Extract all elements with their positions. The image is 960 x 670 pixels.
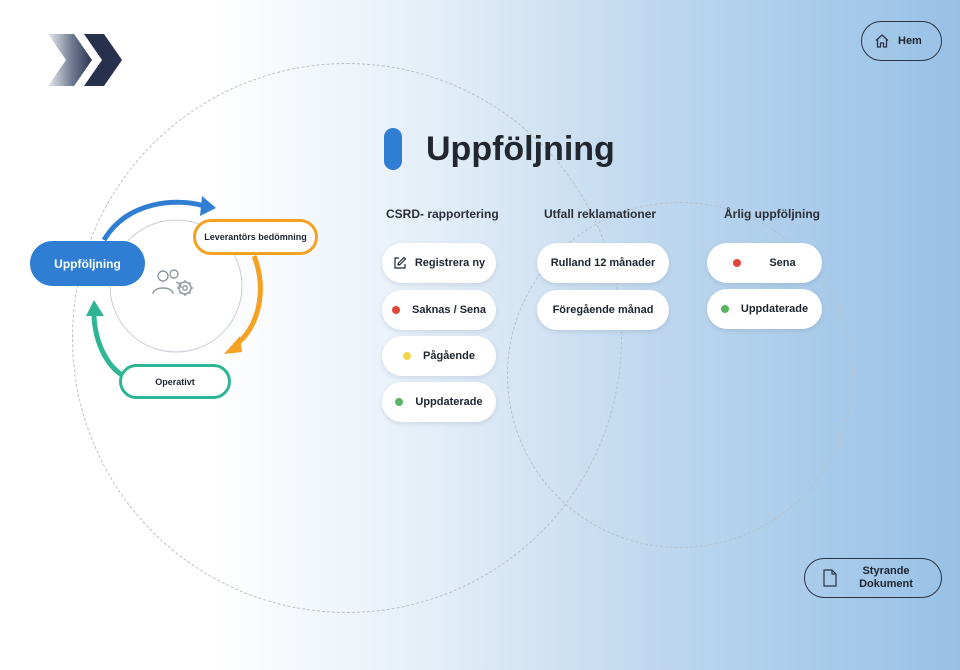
status-dot-yellow: [403, 352, 412, 360]
styrande-dokument-line2: Dokument: [859, 578, 913, 590]
cycle-arrowhead-green: [86, 300, 104, 316]
title-accent-bar: [384, 128, 402, 170]
cycle-node-uppfoljning[interactable]: Uppföljning: [30, 241, 145, 286]
column-heading-csrd: CSRD- rapportering: [386, 207, 499, 221]
saknas-sena-label: Saknas / Sena: [412, 304, 486, 316]
users-gear-icon: [152, 269, 193, 296]
cycle-node-leverantors-bedomning[interactable]: Leverantörs bedömning: [193, 219, 318, 255]
page-title: Uppföljning: [426, 129, 615, 168]
styrande-dokument-label: Styrande Dokument: [851, 565, 921, 591]
registrera-ny-label: Registrera ny: [414, 257, 486, 269]
foregaende-manad-label: Föregående månad: [552, 304, 654, 316]
uppdaterade-arlig-label: Uppdaterade: [740, 303, 809, 315]
saknas-sena-button[interactable]: Saknas / Sena: [382, 290, 496, 330]
rulland-12-manader-label: Rulland 12 månader: [550, 257, 656, 269]
home-icon: [875, 34, 889, 48]
styrande-dokument-line1: Styrande: [862, 565, 910, 577]
double-chevron-logo-icon: [48, 34, 122, 86]
foregaende-manad-button[interactable]: Föregående månad: [537, 290, 669, 330]
sena-button[interactable]: Sena: [707, 243, 822, 283]
sena-label: Sena: [769, 257, 796, 269]
status-dot-green: [720, 305, 729, 313]
cycle-arrowhead-orange: [224, 336, 242, 354]
uppdaterade-arlig-button[interactable]: Uppdaterade: [707, 289, 822, 329]
cycle-arrow-blue: [101, 199, 205, 242]
cycle-arrowhead-blue: [200, 196, 216, 216]
home-button[interactable]: Hem: [861, 21, 942, 61]
pagaende-label: Pågående: [423, 350, 475, 362]
registrera-ny-button[interactable]: Registrera ny: [382, 243, 496, 283]
cycle-arrow-orange: [232, 255, 263, 349]
status-dot-red: [733, 259, 742, 267]
company-logo: [40, 32, 122, 88]
uppdaterade-csrd-label: Uppdaterade: [415, 396, 483, 408]
status-dot-green: [395, 398, 404, 406]
home-button-label: Hem: [898, 35, 922, 47]
edit-icon: [394, 256, 406, 269]
cycle-node-operativt[interactable]: Operativt: [119, 364, 231, 399]
page-title-group: Uppföljning: [384, 128, 615, 170]
uppdaterade-csrd-button[interactable]: Uppdaterade: [382, 382, 496, 422]
document-icon: [823, 569, 837, 587]
status-dot-red: [392, 306, 400, 314]
styrande-dokument-button[interactable]: Styrande Dokument: [804, 558, 942, 598]
pagaende-button[interactable]: Pågående: [382, 336, 496, 376]
column-heading-arlig: Årlig uppföljning: [724, 207, 820, 221]
column-heading-reklamationer: Utfall reklamationer: [544, 207, 657, 221]
rulland-12-manader-button[interactable]: Rulland 12 månader: [537, 243, 669, 283]
